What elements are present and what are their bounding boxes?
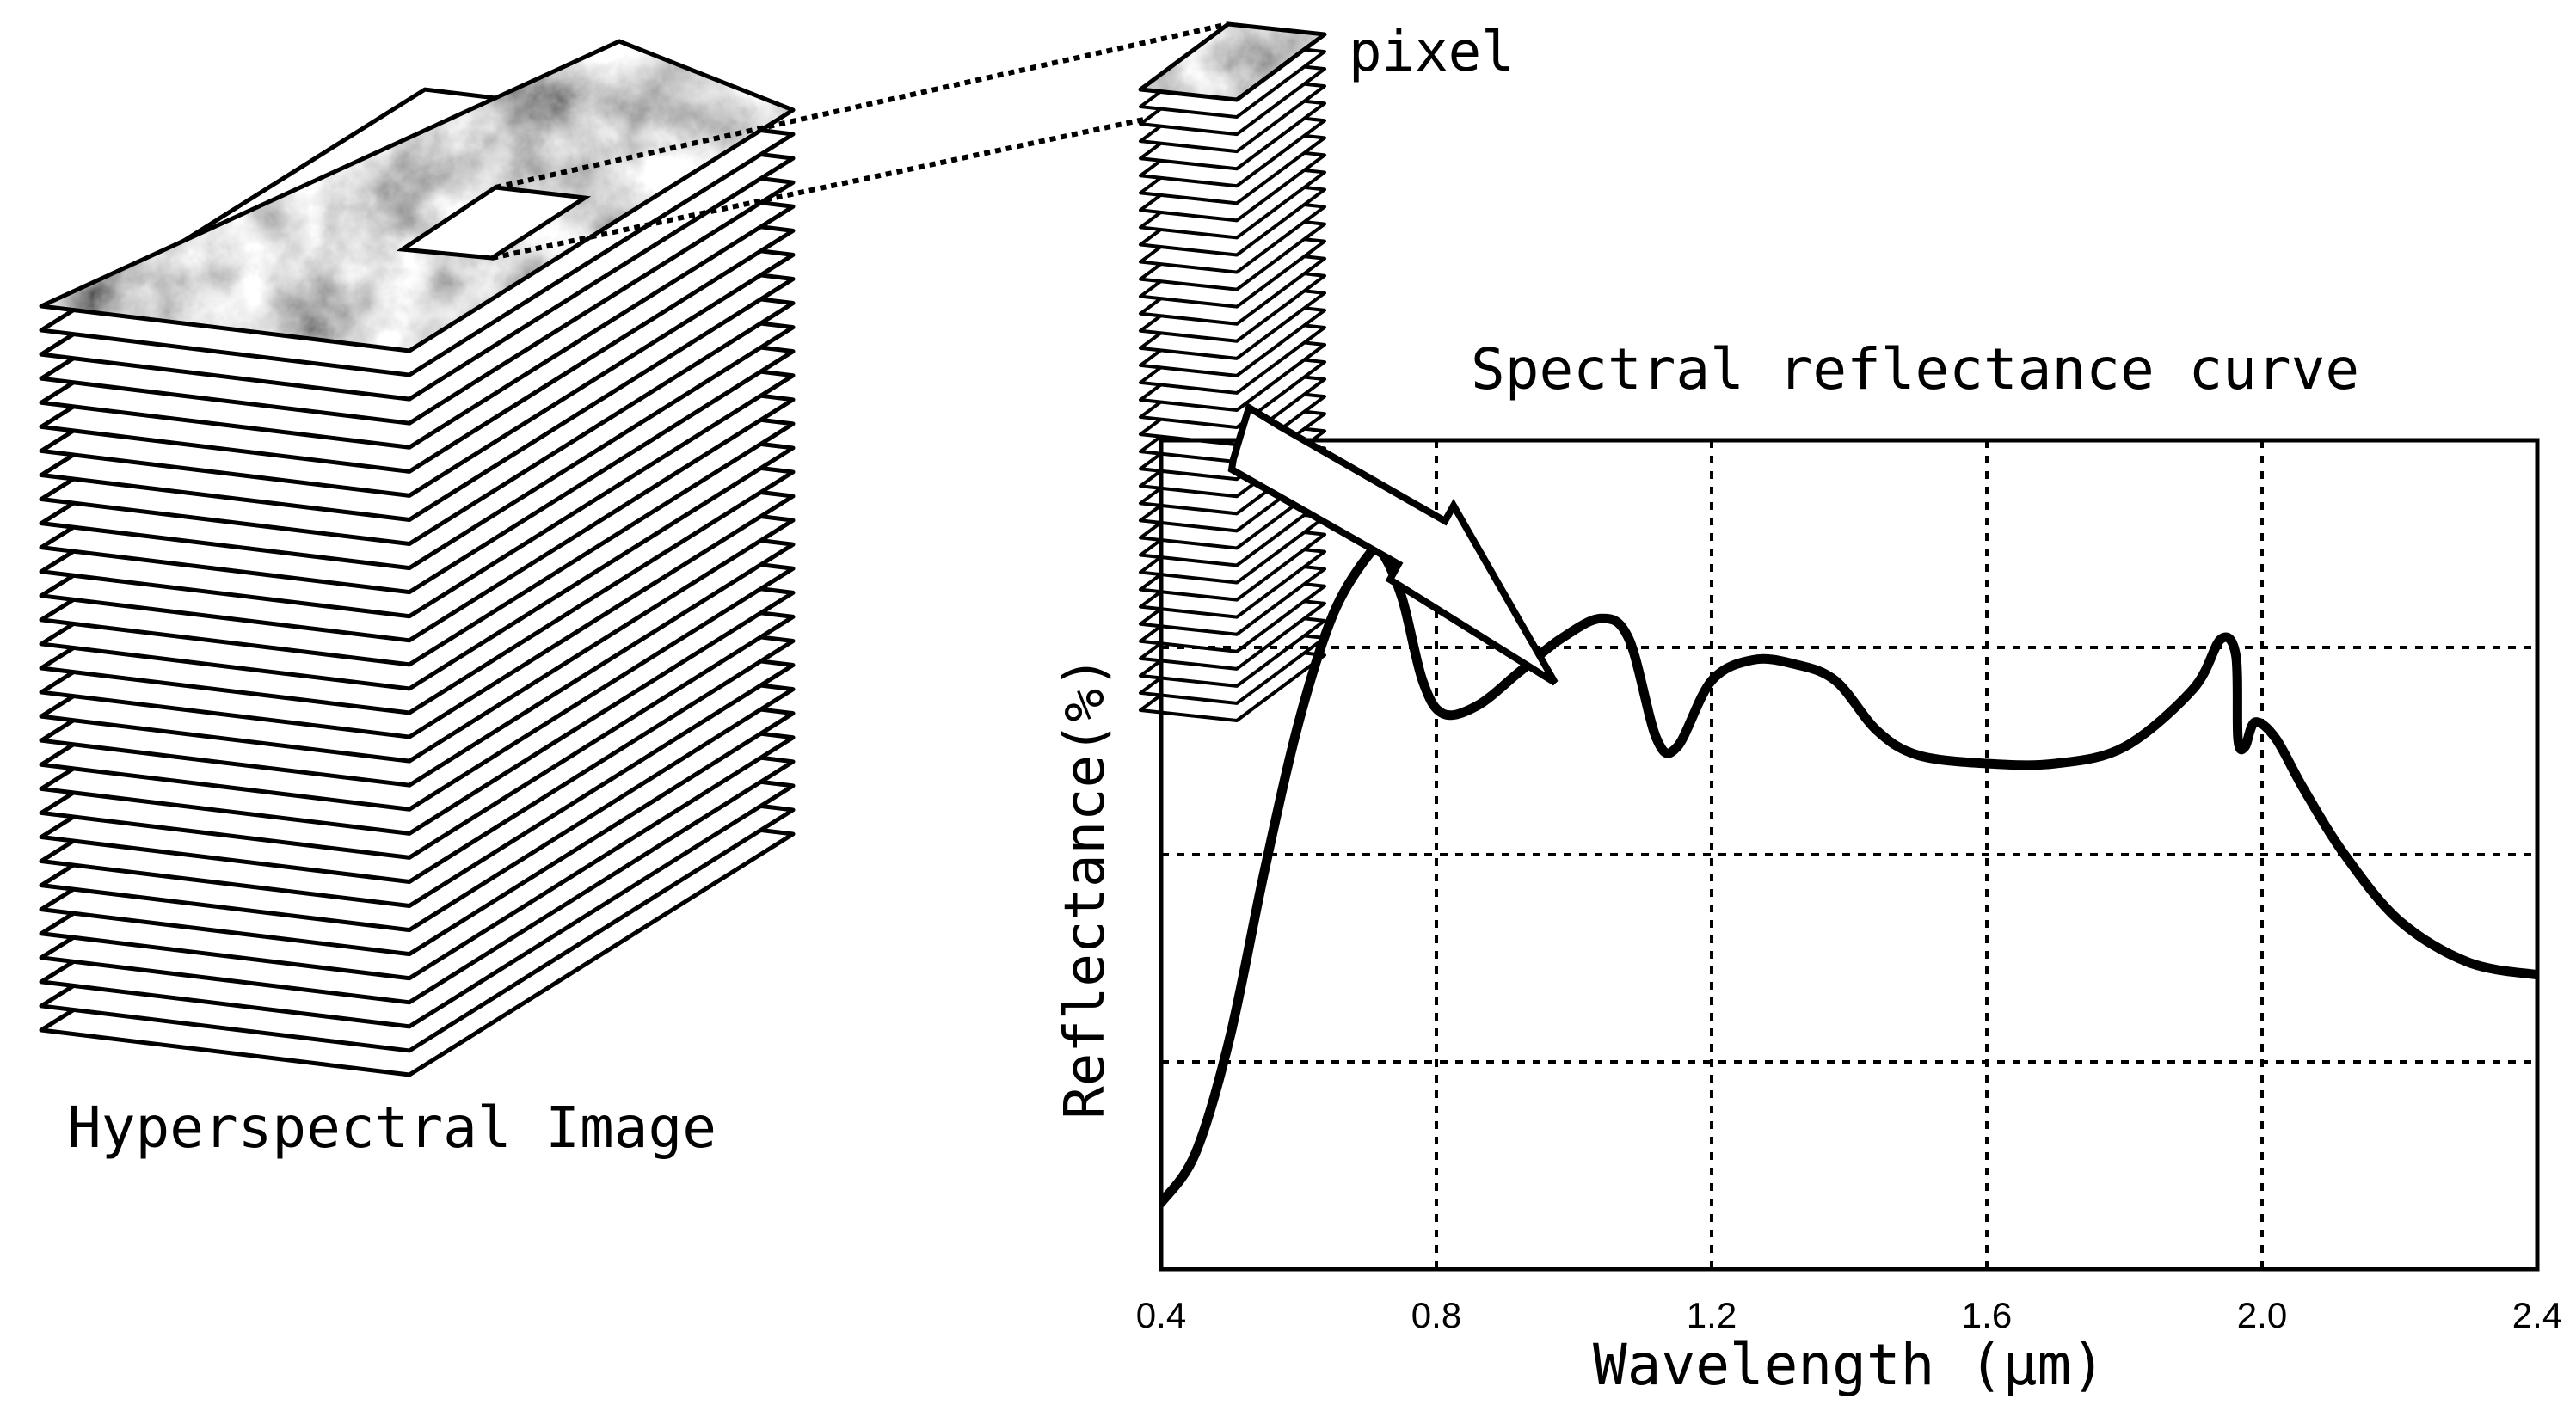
x-axis-label: Wavelength (μm) [1593, 1332, 2106, 1398]
x-tick-label: 1.2 [1687, 1295, 1737, 1335]
reflectance-curve [1161, 543, 2537, 1208]
selected-pixel-window [396, 185, 592, 261]
hyperspectral-image-label: Hyperspectral Image [67, 1095, 716, 1161]
hyperspectral-cube [39, 87, 796, 1077]
plot-frame [1159, 438, 2540, 1272]
pixel-label: pixel [1349, 21, 1515, 84]
reflectance-chart: 0.4 0.8 1.2 1.6 2.0 2.4 Wavelength (μm) Refle… [1054, 438, 2562, 1398]
x-tick-label: 1.6 [1962, 1295, 2012, 1335]
x-tick-label: 2.0 [2237, 1295, 2287, 1335]
x-tick-label: 0.4 [1136, 1295, 1186, 1335]
pixel-spectrum-column [1139, 40, 1326, 722]
chart-grid [1161, 440, 2537, 1269]
x-tick-label: 0.8 [1411, 1295, 1461, 1335]
x-tick-label: 2.4 [2512, 1295, 2562, 1335]
pointer-arrow [1227, 402, 1559, 686]
x-tick-labels: 0.4 0.8 1.2 1.6 2.0 2.4 [1136, 1295, 2562, 1335]
y-axis-label: Reflectance(%) [1054, 655, 1117, 1119]
curve-title: Spectral reflectance curve [1471, 336, 2359, 402]
projection-lines [491, 21, 1238, 261]
